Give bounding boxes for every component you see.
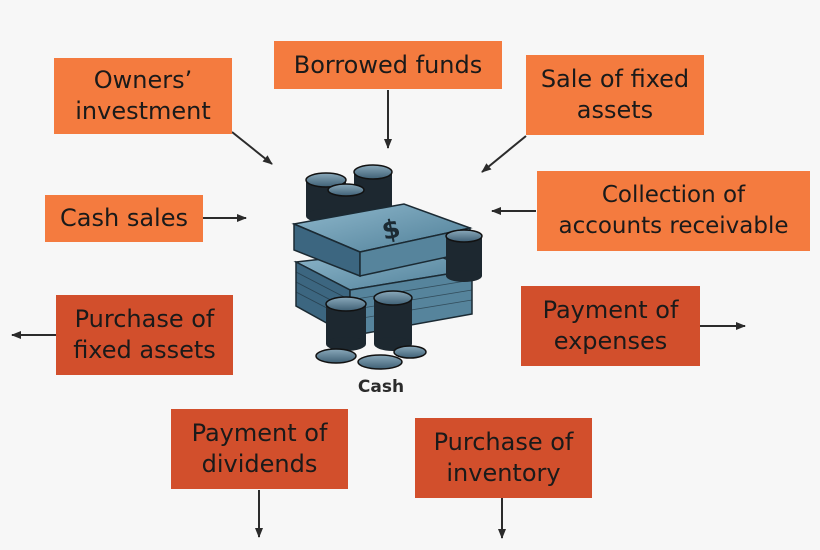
arrow-sale-of-fixed-assets — [481, 135, 527, 173]
box-purchase-of-inventory: Purchase of inventory — [415, 418, 592, 498]
box-owners-investment: Owners’ investment — [54, 58, 232, 134]
box-purchase-of-fixed-assets: Purchase of fixed assets — [56, 295, 233, 375]
coin-stack-front — [315, 290, 427, 370]
box-payment-of-dividends: Payment of dividends — [171, 409, 348, 489]
arrow-owners-investment — [231, 131, 273, 165]
box-collection-of-accounts-receivable: Collection of accounts receivable — [537, 171, 810, 251]
bill-stack-top: $ — [291, 203, 473, 278]
box-sale-of-fixed-assets: Sale of fixed assets — [526, 55, 704, 135]
cash-label: Cash — [357, 377, 405, 397]
svg-text:$: $ — [379, 214, 403, 247]
box-cash-sales: Cash sales — [45, 195, 203, 242]
box-payment-of-expenses: Payment of expenses — [521, 286, 700, 366]
coin-stack-right — [445, 229, 483, 282]
box-borrowed-funds: Borrowed funds — [274, 41, 502, 89]
